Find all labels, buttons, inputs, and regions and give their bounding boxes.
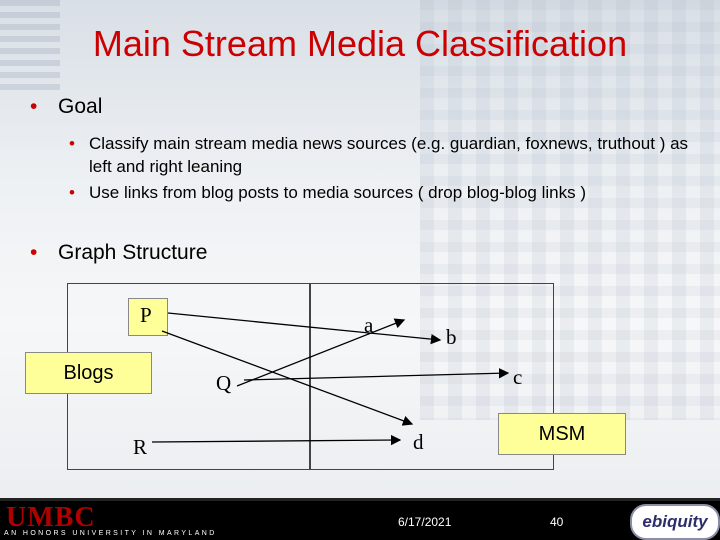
bullet-graph-structure: • Graph Structure [30, 241, 207, 265]
footer-divider [0, 498, 720, 501]
sub-bullet-links: • Use links from blog posts to media sour… [69, 181, 709, 204]
ebiquity-logo: ebiquity [630, 504, 720, 540]
node-p-highlight [128, 298, 168, 336]
bullet-goal: • Goal [30, 95, 102, 119]
sub-bullet-classify: • Classify main stream media news sources… [69, 132, 689, 178]
node-q: Q [216, 371, 232, 395]
bullet-goal-text: Goal [58, 95, 103, 118]
msm-group-box [309, 283, 554, 470]
bullet-dot-icon: • [69, 183, 75, 202]
slide-title: Main Stream Media Classification [92, 23, 628, 64]
slide-date: 6/17/2021 [398, 515, 452, 529]
msm-label: MSM [498, 413, 626, 455]
bullet-dot-icon: • [69, 134, 75, 153]
node-d: d [413, 430, 424, 454]
node-p: P [140, 303, 152, 327]
edge-q-to-c [243, 368, 510, 381]
node-c: c [513, 365, 523, 389]
edge-p-to-b [167, 312, 442, 345]
edge-p-to-d [161, 330, 414, 426]
background-building [420, 0, 720, 420]
sub-bullet-links-text: Use links from blog posts to media sourc… [89, 183, 586, 202]
node-b: b [446, 325, 457, 349]
sub-bullet-classify-text: Classify main stream media news sources … [89, 134, 689, 176]
node-a: a [364, 313, 374, 337]
bullet-dot-icon: • [30, 95, 38, 118]
bullet-dot-icon: • [30, 241, 38, 264]
slide-number: 40 [550, 515, 564, 529]
edge-q-to-a [236, 318, 406, 387]
edge-r-to-d [151, 434, 402, 446]
umbc-logo: UMBC [6, 502, 96, 533]
footer-bar [0, 501, 720, 540]
bullet-graph-text: Graph Structure [58, 241, 208, 264]
umbc-tagline: AN HONORS UNIVERSITY IN MARYLAND [4, 530, 217, 537]
background-decoration [0, 0, 60, 90]
blogs-label: Blogs [25, 352, 152, 394]
node-r: R [133, 435, 148, 459]
